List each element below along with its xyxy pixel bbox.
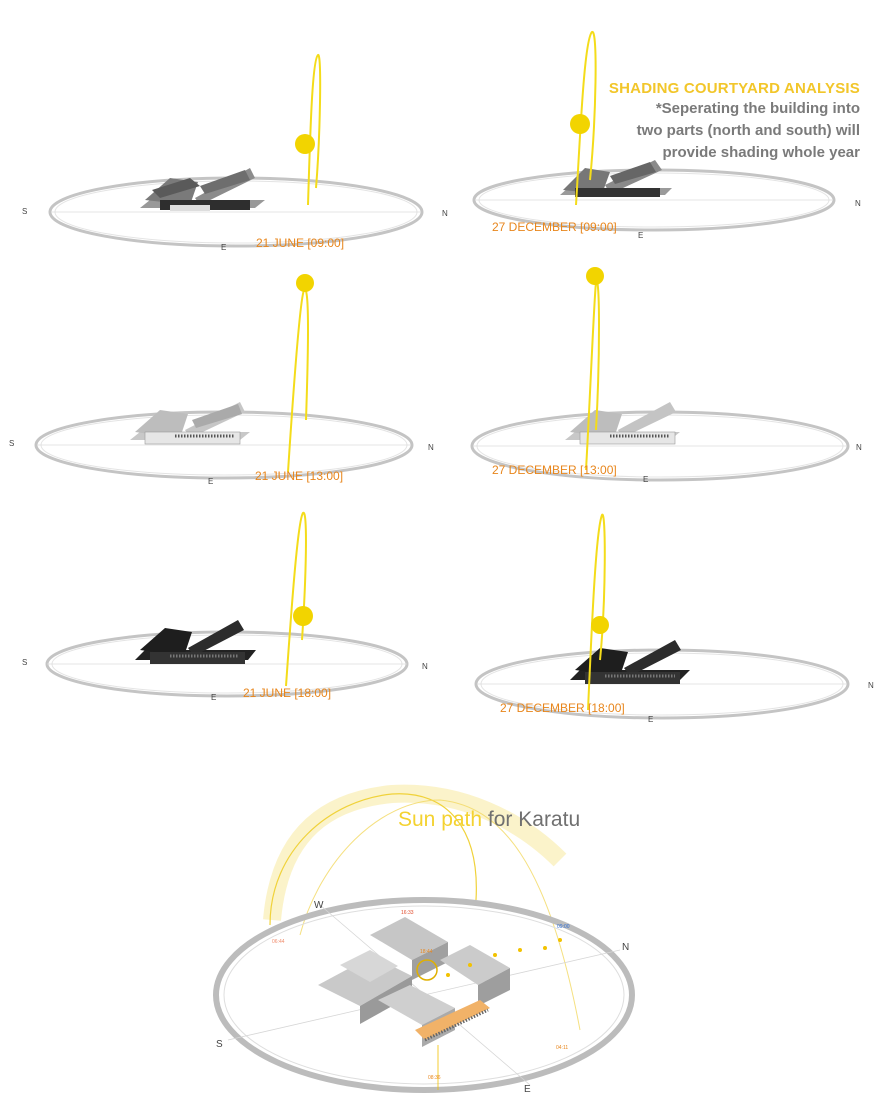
analysis-title-block: SHADING COURTYARD ANALYSIS *Seperating t… — [609, 80, 860, 163]
sun-icon — [591, 616, 609, 634]
compass-east-label: E — [524, 1084, 531, 1095]
time-label: 04:11 — [556, 1045, 568, 1051]
sun-path-title: Sun path for Karatu — [398, 808, 580, 832]
building-model-3d — [318, 917, 510, 1047]
compass-south-label: S — [9, 439, 14, 448]
panel-caption: 27 DECEMBER [09:00] — [492, 220, 617, 234]
compass-north-label: N — [422, 662, 428, 671]
building-model — [565, 402, 680, 445]
analysis-note-line-1: *Seperating the building into — [655, 100, 860, 117]
panel-caption: 27 DECEMBER [13:00] — [492, 463, 617, 477]
sun-icon — [586, 267, 604, 285]
panel-caption: 21 JUNE [18:00] — [243, 686, 331, 700]
compass-east-label: E — [643, 475, 648, 484]
time-label: 08:36 — [428, 1075, 441, 1081]
analysis-title: SHADING COURTYARD ANALYSIS — [608, 80, 860, 97]
building-model — [560, 160, 672, 197]
sun-path-title-rest: for Karatu — [482, 808, 581, 831]
sun-path-curve — [587, 513, 606, 711]
compass-east-label: E — [638, 231, 643, 240]
time-label: 06:44 — [272, 939, 285, 945]
panel-june-1300: S N E 21 JUNE [13:00] — [9, 274, 434, 486]
time-label: 09:00 — [557, 924, 570, 930]
compass-west-label: W — [314, 900, 324, 911]
compass-north-label: N — [855, 199, 861, 208]
sun-icon — [296, 274, 314, 292]
building-model — [130, 402, 250, 445]
compass-south-label: S — [22, 658, 27, 667]
analysis-note-line-2: two parts (north and south) will — [636, 122, 860, 139]
outer-compass-ring — [213, 897, 635, 1093]
panel-december-1800: N E 27 DECEMBER [18:00] — [474, 513, 874, 724]
panel-june-0900: S N E 21 JUNE [09:00] — [22, 53, 448, 252]
sun-path-diagram: W N S E 16:33 09:00 06:44 18:44 08:36 04… — [213, 784, 635, 1095]
compass-north-label: N — [442, 209, 448, 218]
compass-north-label: N — [868, 681, 874, 690]
compass-east-label: E — [208, 477, 213, 486]
sun-icon — [293, 606, 313, 626]
sun-position-dots — [437, 938, 562, 1090]
panel-june-1800: S N E 21 JUNE [18:00] — [22, 511, 428, 702]
sun-icon — [570, 114, 590, 134]
panel-caption: 21 JUNE [09:00] — [256, 236, 344, 250]
time-label: 18:44 — [420, 949, 433, 955]
panel-caption: 21 JUNE [13:00] — [255, 469, 343, 483]
sun-arc-summer — [269, 793, 477, 926]
compass-north-label: N — [428, 443, 434, 452]
sun-path-title-highlight: Sun path — [398, 808, 483, 831]
compass-east-label: E — [221, 243, 226, 252]
sun-icon — [295, 134, 315, 154]
compass-east-label: E — [211, 693, 216, 702]
panel-caption: 27 DECEMBER [18:00] — [500, 701, 625, 715]
sun-path-curve — [575, 30, 597, 206]
compass-north-label: N — [622, 942, 629, 953]
compass-north-label: N — [856, 443, 862, 452]
sun-arc-winter — [299, 799, 581, 1031]
sun-path-curve — [285, 511, 307, 687]
compass-south-label: S — [22, 207, 27, 216]
building-model — [570, 640, 690, 684]
compass-south-label: S — [216, 1039, 223, 1050]
building-model — [135, 620, 256, 664]
time-label: 16:33 — [401, 910, 414, 916]
panel-december-0900: N E 27 DECEMBER [09:00] — [472, 30, 861, 240]
analysis-note-line-3: provide shading whole year — [662, 144, 860, 161]
building-model — [140, 168, 265, 211]
compass-east-label: E — [648, 715, 653, 724]
panel-december-1300: N E 27 DECEMBER [13:00] — [470, 267, 862, 484]
